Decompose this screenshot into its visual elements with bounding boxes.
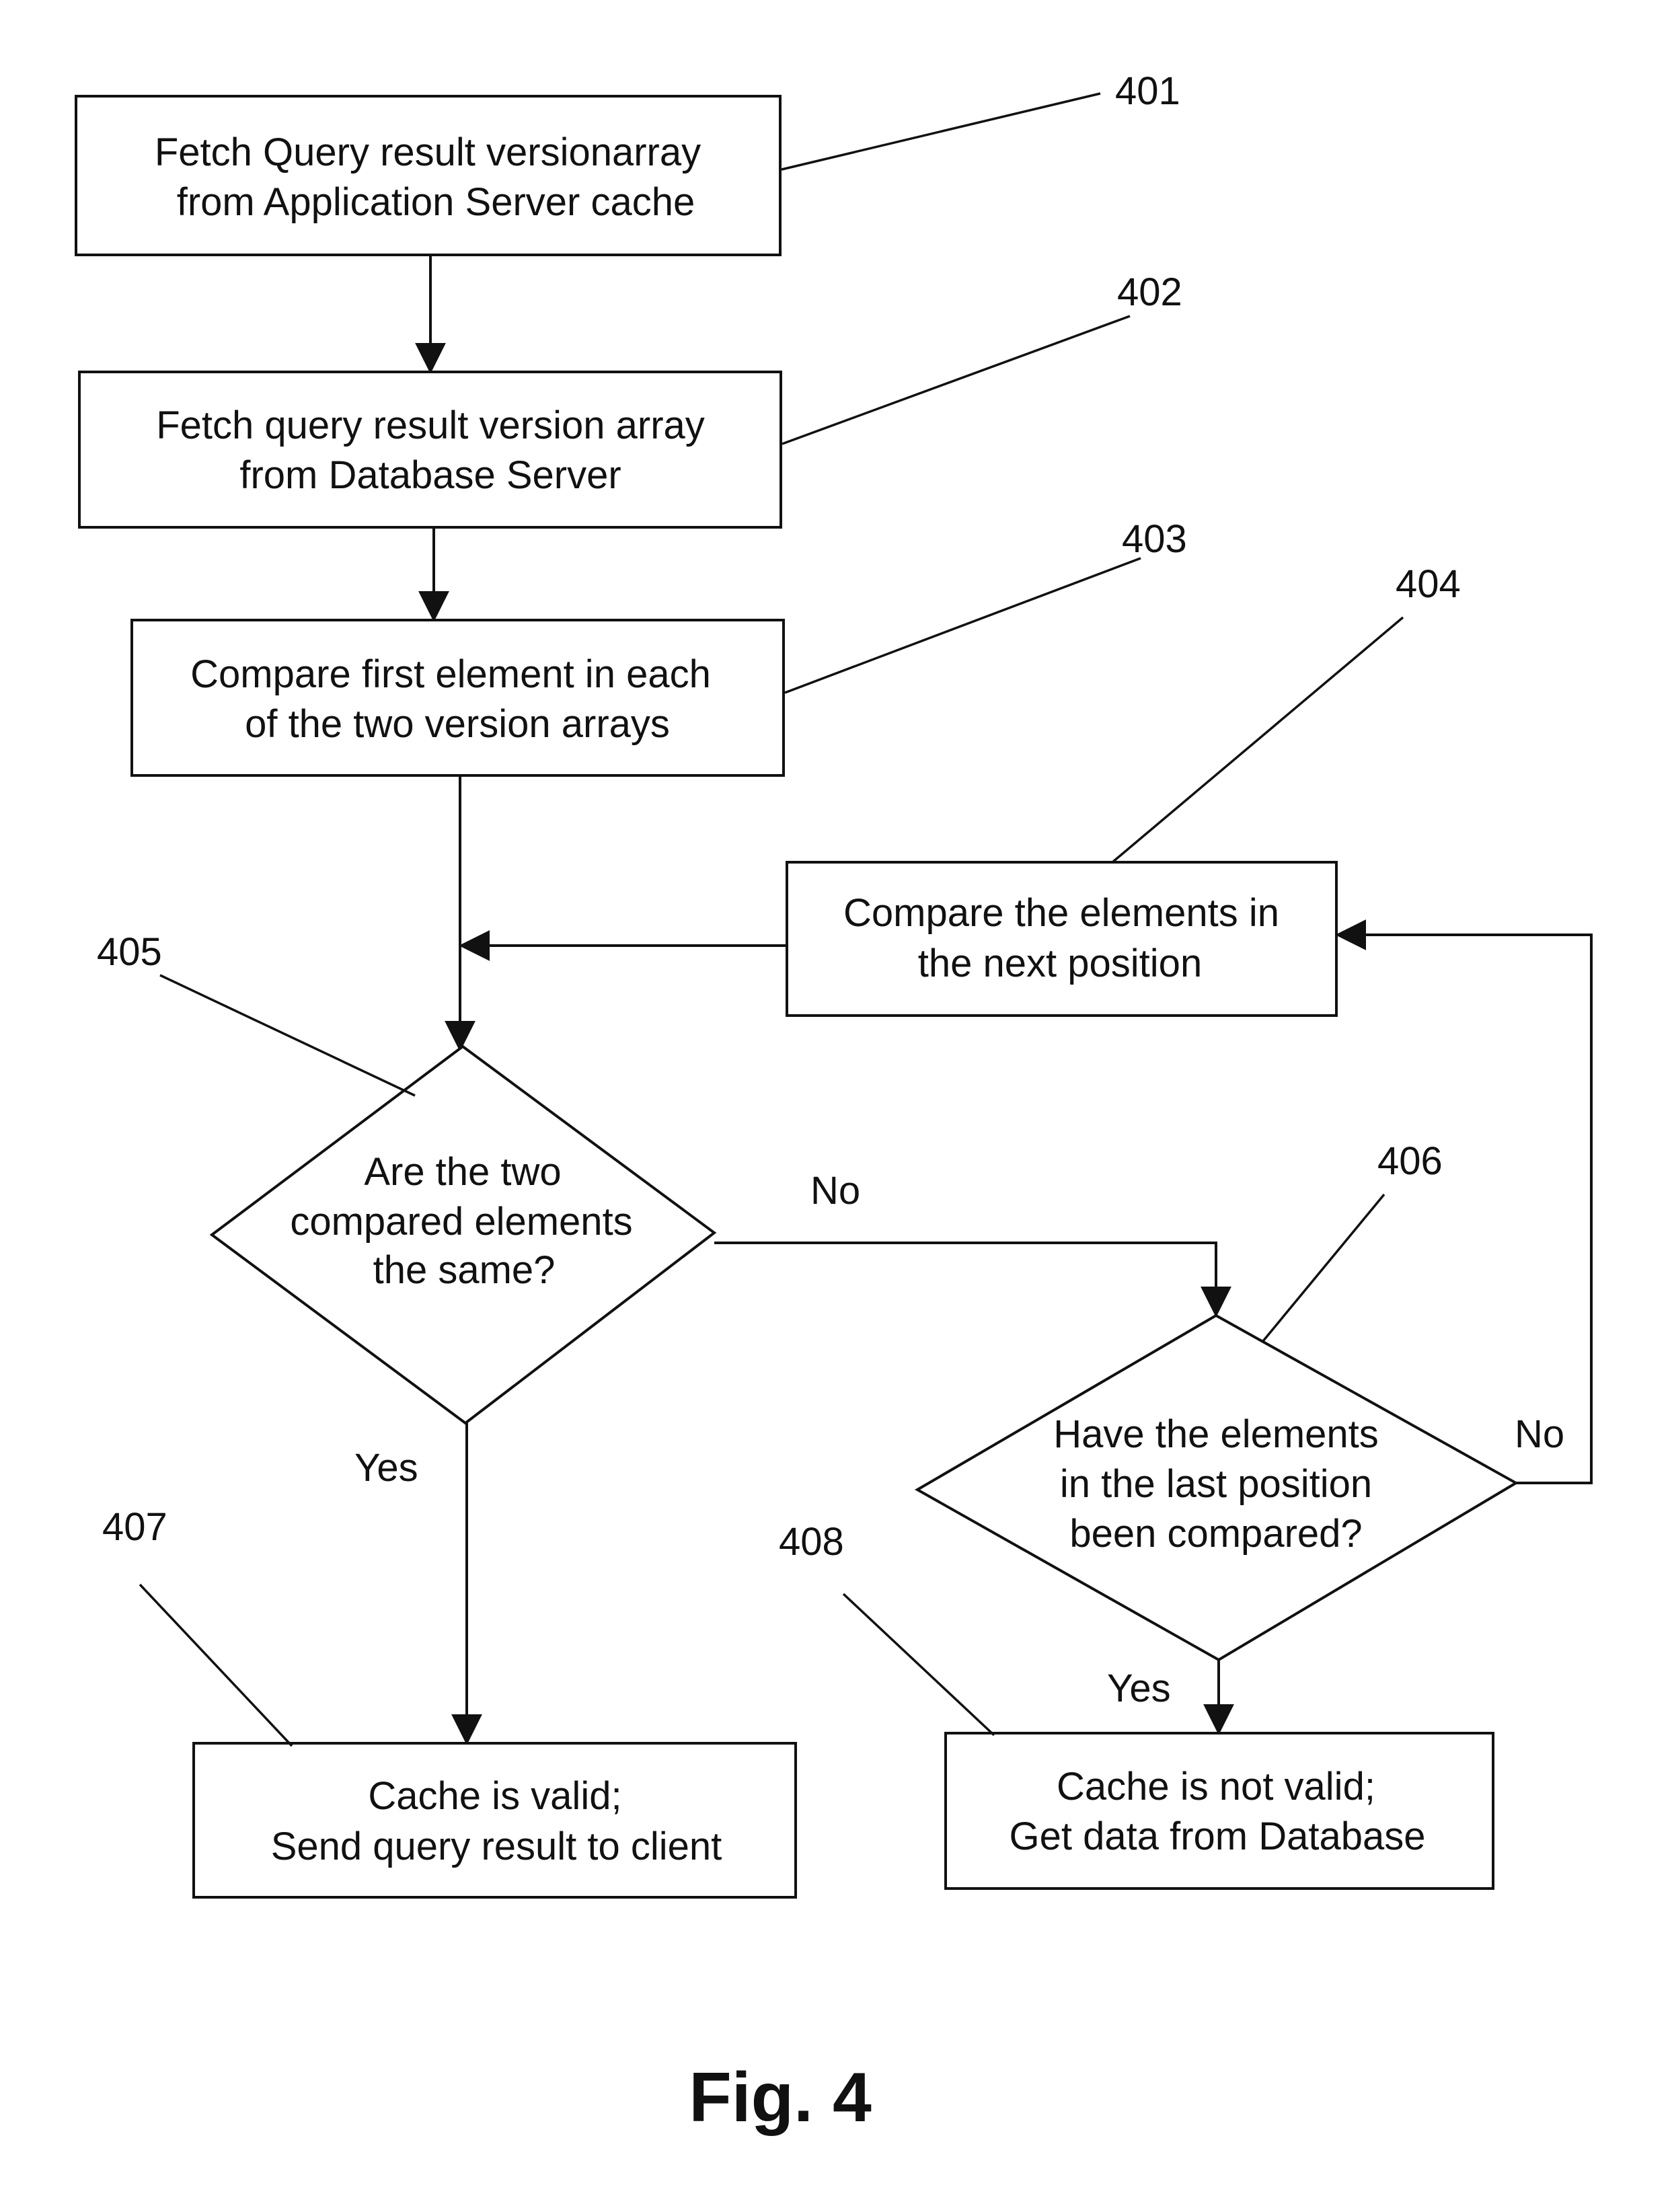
step-407-line-1: Cache is valid; (368, 1774, 621, 1818)
ref-406: 406 (1377, 1139, 1443, 1183)
leader-404 (1112, 617, 1403, 862)
label-405-yes: Yes (354, 1446, 418, 1490)
figure-label: Fig. 4 (689, 2059, 872, 2137)
leader-403 (785, 558, 1141, 693)
leader-402 (782, 316, 1130, 444)
ref-407: 407 (102, 1505, 167, 1549)
decision-405-line-3: the same? (373, 1248, 556, 1292)
step-408-line-1: Cache is not valid; (1057, 1765, 1375, 1808)
step-401-box (76, 96, 780, 255)
decision-406: Have the elements in the last position b… (917, 1315, 1516, 1660)
ref-404: 404 (1396, 562, 1461, 606)
leader-401 (782, 93, 1100, 169)
step-403-line-1: Compare first element in each (190, 652, 711, 696)
leader-407 (140, 1585, 292, 1746)
decision-406-line-2: in the last position (1060, 1462, 1372, 1506)
ref-408: 408 (779, 1520, 844, 1564)
decision-405-line-1: Are the two (364, 1150, 561, 1194)
step-407-line-2: Send query result to client (271, 1825, 722, 1868)
step-401-line-1: Fetch Query result versionarray (155, 130, 701, 174)
step-408: Cache is not valid; Get data from Databa… (946, 1733, 1493, 1889)
step-403-box (132, 620, 784, 775)
step-408-line-2: Get data from Database (1010, 1815, 1426, 1858)
ref-401: 401 (1115, 69, 1180, 113)
decision-405-line-2: compared elements (290, 1200, 632, 1244)
ref-402: 402 (1117, 270, 1182, 314)
step-407-box (194, 1743, 796, 1897)
arrow-405-no-to-406 (714, 1243, 1216, 1315)
decision-406-line-3: been compared? (1069, 1512, 1362, 1556)
step-402: Fetch query result version array from Da… (79, 372, 781, 527)
decision-406-line-1: Have the elements (1053, 1412, 1379, 1456)
step-403: Compare first element in each of the two… (132, 620, 784, 775)
step-404: Compare the elements in the next positio… (787, 862, 1336, 1016)
step-402-line-2: from Database Server (239, 453, 621, 497)
step-401-line-2: from Application Server cache (177, 180, 695, 224)
decision-405: Are the two compared elements the same? (212, 1046, 714, 1423)
ref-405: 405 (97, 930, 162, 974)
step-403-line-2: of the two version arrays (245, 702, 670, 746)
label-405-no: No (810, 1169, 860, 1213)
leader-408 (843, 1594, 994, 1735)
step-402-box (79, 372, 781, 527)
step-404-line-2: the next position (918, 942, 1202, 985)
step-408-box (946, 1733, 1493, 1889)
ref-403: 403 (1122, 517, 1187, 561)
step-402-line-1: Fetch query result version array (156, 404, 705, 447)
label-406-no: No (1515, 1412, 1564, 1456)
leader-405 (160, 975, 415, 1096)
step-404-box (787, 862, 1336, 1016)
step-404-line-1: Compare the elements in (843, 891, 1279, 935)
leader-406 (1263, 1194, 1384, 1341)
label-406-yes: Yes (1107, 1667, 1171, 1710)
step-401: Fetch Query result versionarray from App… (76, 96, 780, 255)
step-407: Cache is valid; Send query result to cli… (194, 1743, 796, 1897)
arrow-406-no-to-404 (1338, 935, 1591, 1483)
